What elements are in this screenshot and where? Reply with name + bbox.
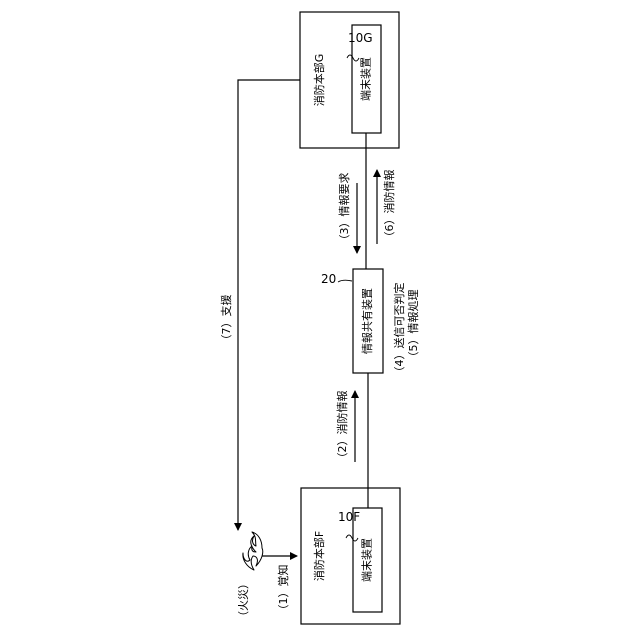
terminal-g-label: 端末装置 bbox=[359, 57, 373, 101]
hq-f-label: 消防本部F bbox=[312, 531, 326, 581]
share-device-label: 情報共有装置 bbox=[360, 288, 374, 354]
step-5-label: （5）情報処理 bbox=[407, 290, 420, 363]
step-1-label: （1）覚知 bbox=[276, 565, 290, 616]
ref-10g: 10G bbox=[348, 31, 373, 45]
ref-20: 20 bbox=[321, 272, 336, 286]
fire-label: （火災） bbox=[237, 578, 250, 622]
step-4-label: （4）送信可否判定 bbox=[392, 283, 406, 378]
flame-icon bbox=[243, 532, 263, 570]
ref-20-leader bbox=[338, 280, 352, 282]
step-7-label: （7）支援 bbox=[219, 295, 233, 346]
step-6-label: （6）消防情報 bbox=[382, 170, 396, 243]
step-3-label: （3）情報要求 bbox=[338, 173, 351, 246]
ref-10f: 10F bbox=[338, 510, 360, 524]
hq-g-label: 消防本部G bbox=[312, 54, 326, 107]
step-2-label: （2）消防情報 bbox=[335, 391, 349, 464]
arrow-support-7 bbox=[238, 80, 300, 530]
terminal-f-label: 端末装置 bbox=[360, 538, 374, 582]
